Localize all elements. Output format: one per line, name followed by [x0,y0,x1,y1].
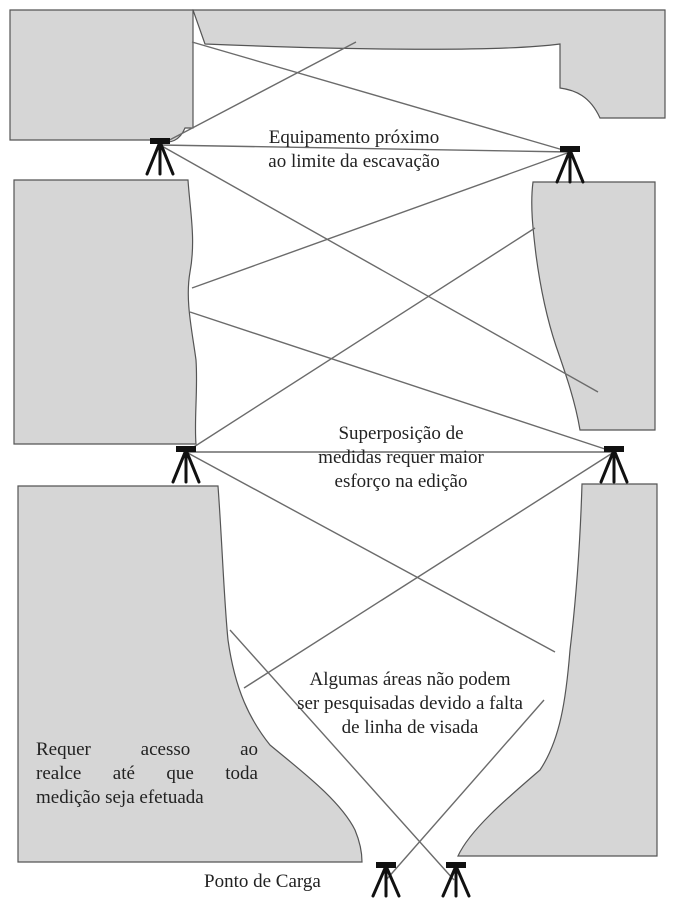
tripod-icon [599,446,629,484]
label-line: ao limite da escavação [268,151,440,172]
label-line: medição seja efetuada [36,787,204,808]
middle-right-wall [531,181,656,431]
bottom-right-wall [457,483,658,857]
top-left-wall [9,9,194,143]
no-line-of-sight-label: Algumas áreas não podem ser pesquisadas … [250,668,570,740]
overlap-label: Superposição de medidas requer maior esf… [286,422,516,494]
sight-line [189,311,615,453]
sight-line [159,41,357,146]
tripod-icon [441,862,471,898]
sight-line [243,451,615,689]
label-line: ser pesquisadas devido a falta [297,693,523,714]
loading-point-label: Ponto de Carga [204,871,321,892]
sight-line [385,699,545,881]
label-line: Equipamento próximo [268,127,440,148]
sight-line [191,151,571,289]
label-line: Algumas áreas não podem [309,669,511,690]
tripod-icon [555,146,585,184]
bottom-left-wall [17,485,363,863]
tripod-icon [145,138,175,176]
top-right-wall [192,9,666,119]
label-line: esforço na edição [334,471,468,492]
label-line: Superposição de [338,423,464,444]
sight-line [191,41,571,153]
label-line: Requer acesso ao [36,739,258,760]
tripod-icon [371,862,401,898]
sight-line [185,227,536,453]
label-line: realce até que toda [36,763,258,784]
label-line: medidas requer maior [318,447,484,468]
sight-lines [159,41,615,881]
sight-line [159,144,599,393]
tripod-icon [171,446,201,484]
equipment-near-edge-label: Equipamento próximo ao limite da escavaç… [224,126,484,174]
middle-left-wall [13,179,198,445]
label-line: de linha de visada [341,717,479,738]
sight-line [159,144,571,153]
sight-line [229,629,455,881]
requires-access-label: Requer acesso ao realce até que toda med… [36,738,258,810]
sight-line [185,451,556,653]
